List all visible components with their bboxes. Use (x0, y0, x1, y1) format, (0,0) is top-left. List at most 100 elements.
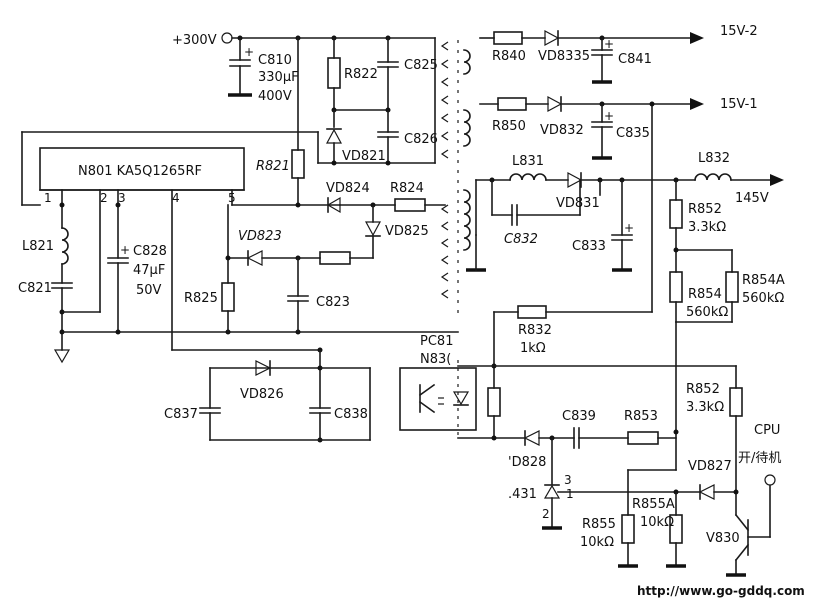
c839-label: C839 (562, 409, 596, 424)
transformer-secondary (463, 189, 471, 251)
tl431-pin2: 2 (542, 507, 550, 521)
l831-inductor (509, 173, 547, 181)
c828-value: 47μF (133, 263, 165, 278)
r825-label: R825 (184, 291, 218, 306)
r852b-label: R852 (686, 382, 720, 397)
vd821-label: VD821 (342, 149, 386, 164)
vd826-diode (255, 360, 272, 376)
v830-label: V830 (706, 531, 740, 546)
r-unlabeled-resistor (319, 251, 351, 265)
c841-label: C841 (618, 52, 652, 67)
c832-label: C832 (504, 232, 538, 247)
ground-triangle (53, 349, 71, 364)
r855-value: 10kΩ (580, 535, 614, 550)
r850-label: R850 (492, 119, 526, 134)
vd828-diode (523, 430, 540, 446)
r852a-value: 3.3kΩ (688, 220, 726, 235)
cpu-label: CPU (754, 423, 780, 438)
r853-label: R853 (624, 409, 658, 424)
c835-label: C835 (616, 126, 650, 141)
c838-label: C838 (334, 407, 368, 422)
svg-text:+: + (244, 45, 254, 59)
vd832-label: VD832 (540, 123, 584, 138)
vd825-label: VD825 (385, 224, 429, 239)
ic-pin2: 2 (100, 191, 108, 205)
c823-label: C823 (316, 295, 350, 310)
pc81-label: PC81 (420, 334, 453, 349)
svg-text:+: + (120, 243, 130, 257)
c810-label: C810 (258, 53, 292, 68)
c826-label: C826 (404, 132, 438, 147)
r821-resistor (291, 149, 305, 179)
r840-label: R840 (492, 49, 526, 64)
l831-label: L831 (512, 154, 544, 169)
c828-label: C828 (133, 244, 167, 259)
watermark-url: http://www.go-gddq.com (637, 584, 805, 598)
r832-label: R832 (518, 323, 552, 338)
output-arrow (690, 32, 704, 44)
vd826-label: VD826 (240, 387, 284, 402)
r825-resistor (221, 282, 235, 312)
l821-label: L821 (22, 239, 54, 254)
vd823-diode (246, 250, 263, 266)
r852-top-resistor (669, 199, 683, 229)
vd8335-label: VD8335 (538, 49, 590, 64)
vd831-diode (567, 171, 583, 189)
l832-inductor (694, 173, 732, 181)
r854-value: 560kΩ (686, 305, 728, 320)
c833-label: C833 (572, 239, 606, 254)
vd8335-diode (544, 29, 560, 47)
vd827-diode (698, 484, 715, 500)
l832-label: L832 (698, 151, 730, 166)
svg-text:+: + (624, 221, 634, 235)
out-145v-label: 145V (735, 191, 769, 206)
r853-resistor (627, 431, 659, 445)
out-15v1-label: 15V-1 (720, 97, 758, 112)
vd828-label: 'D828 (508, 455, 546, 470)
c837-label: C837 (164, 407, 198, 422)
l821-inductor (61, 227, 69, 265)
r855-resistor (621, 514, 635, 544)
svg-text:+: + (604, 37, 614, 51)
r824-resistor (394, 198, 426, 212)
r822-resistor (327, 57, 341, 89)
transformer-aux-winding (440, 204, 449, 299)
c810-value: 330μF (258, 70, 299, 85)
r824-label: R824 (390, 181, 424, 196)
r852-lower-resistor (729, 387, 743, 417)
vd827-label: VD827 (688, 459, 732, 474)
v300-terminal (221, 32, 233, 44)
vd821-diode (325, 128, 343, 144)
c821-label: C821 (18, 281, 52, 296)
tl431-label: .431 (508, 487, 537, 502)
out-15v2-label: 15V-2 (720, 24, 758, 39)
ic-pin1: 1 (44, 191, 52, 205)
r854a-resistor (725, 271, 739, 303)
r855-label: R855 (582, 517, 616, 532)
n83-label: N83( (420, 352, 451, 367)
vd823-label: VD823 (238, 229, 282, 244)
ic-label: N801 KA5Q1265RF (78, 164, 202, 179)
v300-label: +300V (172, 33, 217, 48)
r852a-label: R852 (688, 202, 722, 217)
vd825-diode (364, 221, 382, 237)
r854a-label: R854A (742, 273, 785, 288)
tl431-regulator (543, 484, 561, 499)
r840-resistor (493, 31, 523, 45)
r852b-value: 3.3kΩ (686, 400, 724, 415)
c810-voltage: 400V (258, 89, 292, 104)
r854-resistor (669, 271, 683, 303)
r821-label: R821 (256, 159, 290, 174)
r854-label: R854 (688, 287, 722, 302)
optocoupler-pc81 (399, 367, 477, 431)
r855a-value: 10kΩ (640, 515, 674, 530)
vd831-label: VD831 (556, 196, 600, 211)
transformer-primary (440, 41, 449, 159)
tl431-pin3: 3 (564, 473, 572, 487)
r850-resistor (497, 97, 527, 111)
svg-text:+: + (604, 109, 614, 123)
r855a-label: R855A (632, 497, 675, 512)
c825-label: C825 (404, 58, 438, 73)
vd824-label: VD824 (326, 181, 370, 196)
